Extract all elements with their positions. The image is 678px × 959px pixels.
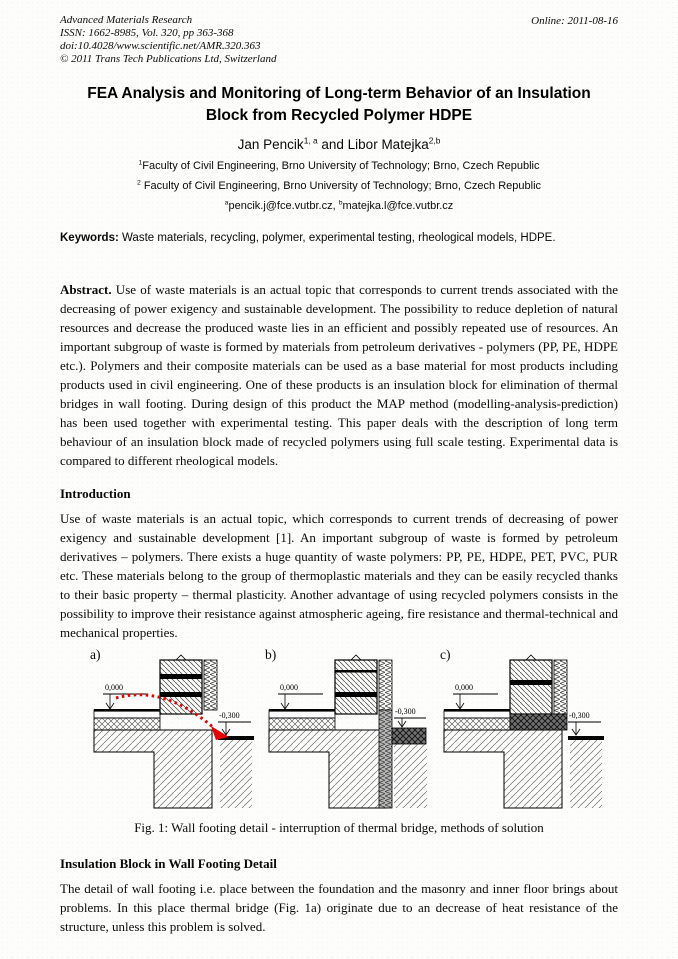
introduction-heading: Introduction — [60, 486, 131, 502]
exterior-insulation-strip — [203, 659, 218, 711]
publication-header: Advanced Materials Research ISSN: 1662-8… — [60, 14, 618, 65]
abstract-paragraph: Abstract. Use of waste materials is an a… — [60, 280, 618, 470]
keywords-line: Keywords: Waste materials, recycling, po… — [60, 232, 618, 244]
soil-hatch — [570, 740, 602, 809]
wall-break-mark — [350, 654, 362, 661]
exterior-insulation-strip — [378, 659, 393, 711]
authors-conjunction: and — [317, 137, 348, 153]
affiliation-2-superscript: 2 — [136, 179, 141, 187]
masonry-wall — [509, 659, 553, 715]
issn-volume-line: ISSN: 1662-8985, Vol. 320, pp 363-368 — [60, 26, 234, 39]
abstract-text: Use of waste materials is an actual topi… — [60, 282, 618, 469]
figure-1-panels: a) 0,000 -0,300 — [90, 647, 618, 812]
affiliation-2: 2 Faculty of Civil Engineering, Brno Uni… — [60, 179, 618, 193]
wall-footing-diagram-a: 0,000 -0,300 — [93, 654, 254, 809]
author-1-superscript: 1, a — [303, 135, 318, 146]
level-marker-minus300: -0,300 — [395, 707, 416, 716]
floor-top-line — [269, 709, 335, 712]
affiliation-1-text: Faculty of Civil Engineering, Brno Unive… — [142, 160, 540, 173]
introduction-paragraph: Use of waste materials is an actual topi… — [60, 511, 618, 641]
foundation-shape — [93, 729, 213, 809]
authors-line: Jan Pencik1, a and Libor Matejka2,b — [60, 135, 618, 153]
wall-band-1 — [160, 674, 202, 680]
thermal-bridge-arrowhead — [211, 726, 229, 741]
floor-top-line — [444, 709, 510, 712]
wall-band-2 — [335, 692, 377, 698]
affiliation-2-text: Faculty of Civil Engineering, Brno Unive… — [140, 180, 542, 193]
exterior-grade-line — [568, 736, 604, 741]
wall-band-1 — [335, 670, 377, 673]
journal-name: Advanced Materials Research — [60, 14, 193, 26]
wall-band-2 — [160, 692, 202, 698]
email-b-superscript: b — [338, 199, 343, 207]
level-tick-zero — [280, 702, 290, 710]
keywords-label: Keywords: — [60, 232, 119, 245]
level-tick-minus300 — [221, 728, 231, 736]
level-tick-minus300 — [571, 728, 581, 736]
wall-footing-diagram-c: 0,000 -0,300 — [443, 654, 604, 809]
insulation-block-paragraph: The detail of wall footing i.e. place be… — [60, 881, 618, 935]
exterior-grade-line — [218, 736, 254, 741]
masonry-wall — [334, 659, 378, 715]
email-b: matejka.l@fce.vutbr.cz — [342, 200, 454, 213]
level-marker-minus300: -0,300 — [569, 711, 590, 720]
floor-insulation — [443, 717, 511, 731]
perimeter-insulation-strip — [378, 709, 393, 809]
exterior-insulation-strip — [553, 659, 568, 715]
author-2-name: Libor Matejka — [347, 137, 429, 153]
figure-panel-a: a) 0,000 -0,300 — [90, 647, 255, 812]
level-tick-zero — [105, 702, 115, 710]
level-marker-minus300: -0,300 — [219, 711, 240, 720]
figure-panel-b: b) 0,000 — [265, 647, 430, 812]
foundation-shape — [443, 729, 563, 809]
wall-band-1 — [510, 680, 552, 686]
figure-1-caption: Fig. 1: Wall footing detail - interrupti… — [134, 820, 544, 836]
soil-hatch — [220, 740, 252, 809]
panel-c-label: c) — [440, 647, 451, 663]
copyright-line: © 2011 Trans Tech Publications Ltd, Swit… — [60, 52, 277, 65]
keywords-text: Waste materials, recycling, polymer, exp… — [118, 232, 556, 245]
page-title: FEA Analysis and Monitoring of Long-term… — [87, 85, 591, 124]
dark-grade-band — [391, 727, 427, 745]
wall-break-mark — [525, 654, 537, 661]
doi-line: doi:10.4028/www.scientific.net/AMR.320.3… — [60, 39, 261, 52]
figure-panel-c: c) 0,000 -0,300 — [440, 647, 605, 812]
wall-break-mark — [175, 654, 187, 661]
affiliation-1: 1Faculty of Civil Engineering, Brno Univ… — [60, 159, 618, 173]
author-2-superscript: 2,b — [428, 135, 441, 146]
author-1-name: Jan Pencik — [237, 137, 304, 153]
abstract-label: Abstract. — [60, 282, 112, 298]
hdpe-insulation-block — [509, 713, 568, 731]
author-emails: apencik.j@fce.vutbr.cz, bmatejka.l@fce.v… — [60, 199, 618, 213]
panel-b-label: b) — [265, 647, 277, 663]
level-marker-zero: 0,000 — [280, 683, 298, 692]
email-a-superscript: a — [224, 199, 229, 207]
floor-top-line — [94, 709, 160, 712]
level-tick-minus300 — [397, 720, 407, 728]
figure-1: a) 0,000 -0,300 — [60, 647, 618, 836]
level-marker-zero: 0,000 — [105, 683, 123, 692]
wall-footing-diagram-b: 0,000 -0,300 — [268, 654, 427, 809]
floor-insulation — [93, 717, 161, 731]
email-a: pencik.j@fce.vutbr.cz, — [228, 200, 339, 213]
level-tick-zero — [455, 702, 465, 710]
panel-a-label: a) — [90, 647, 101, 663]
floor-insulation — [268, 717, 336, 731]
online-date: Online: 2011-08-16 — [531, 15, 618, 27]
foundation-shape — [268, 729, 388, 809]
soil-hatch — [394, 744, 427, 809]
level-marker-zero: 0,000 — [455, 683, 473, 692]
affiliation-1-superscript: 1 — [138, 159, 143, 167]
insulation-block-heading: Insulation Block in Wall Footing Detail — [60, 856, 277, 872]
